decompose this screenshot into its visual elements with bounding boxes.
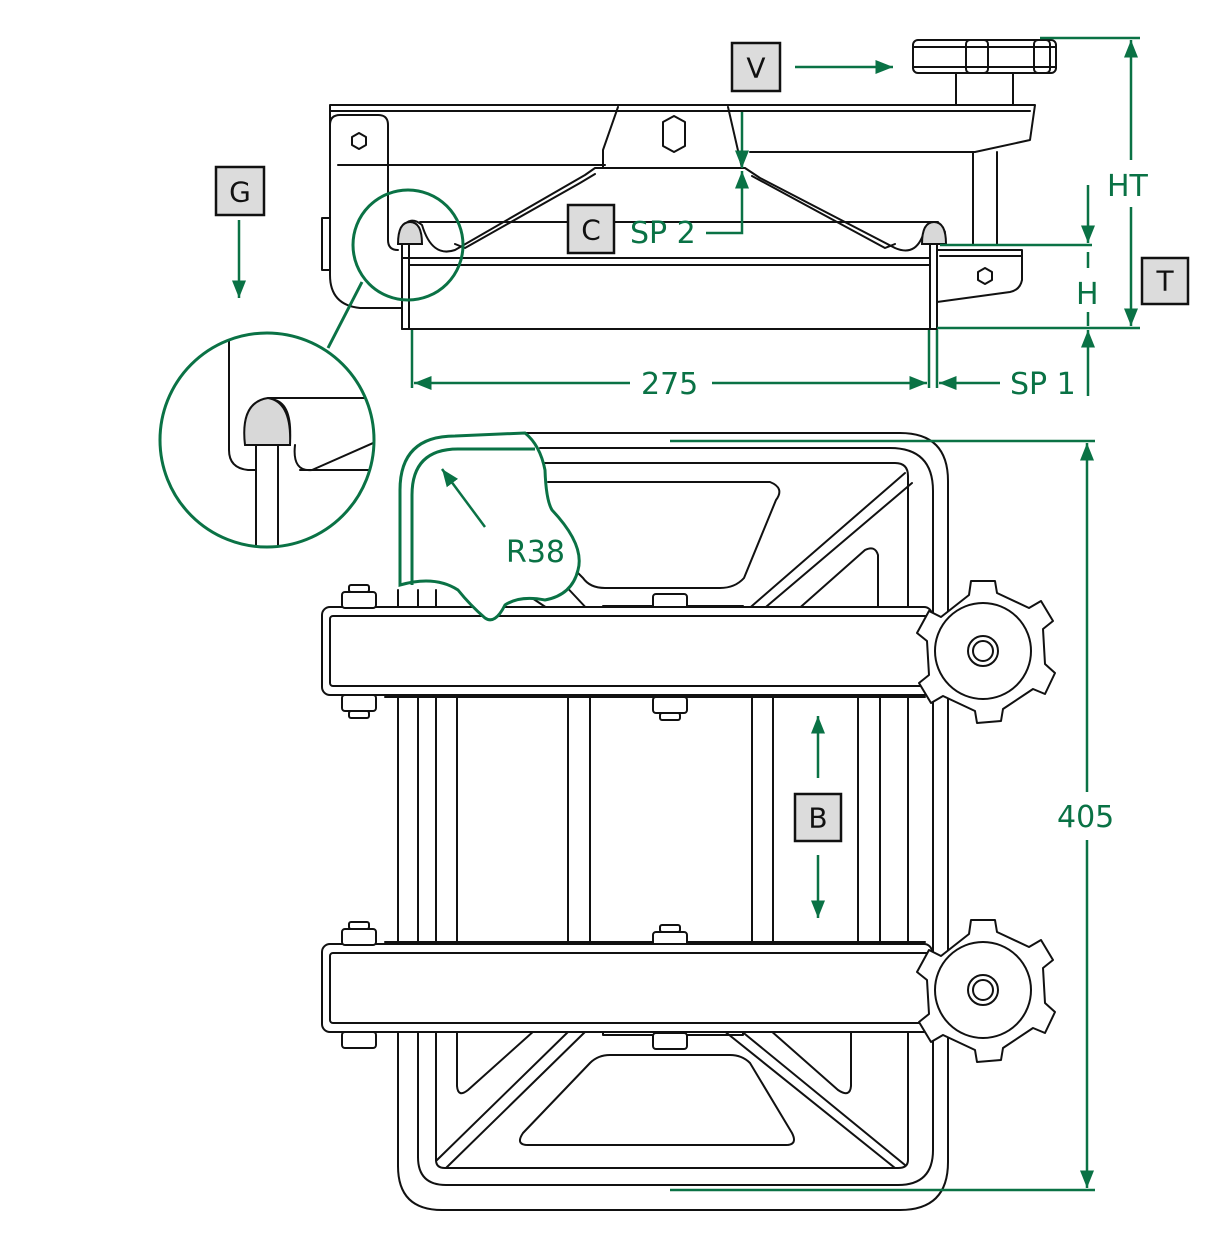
hex-nut-icon: [652, 696, 688, 714]
hexagonal-knob-icon: [916, 919, 1056, 1063]
radius-arc: [410, 447, 535, 585]
detail-view: [158, 331, 376, 549]
dim-275: 275: [641, 367, 698, 402]
sp2-arrow-up: [706, 171, 749, 235]
clamp-bar-bottom: [321, 921, 933, 1049]
break-out-region: [398, 431, 581, 622]
label-t: T: [1155, 265, 1174, 298]
detail-leader-line: [326, 281, 364, 349]
hinge-tab: [329, 114, 399, 251]
handwheel-stem: [955, 72, 1014, 106]
dim-405: 405: [1057, 800, 1114, 835]
dim-sp2: SP 2: [630, 216, 696, 251]
label-c-box: [566, 203, 616, 255]
hex-nut-icon: [977, 267, 993, 285]
dim-sp1: SP 1: [1010, 367, 1076, 402]
top-view: R38: [321, 431, 1056, 1211]
label-c: C: [581, 214, 601, 247]
right-bracket: [936, 249, 1023, 303]
side-view-dimensions: V G C SP 2 HT T H 275: [214, 36, 1190, 402]
frame-outer: [397, 432, 949, 1211]
side-view: [321, 39, 1057, 349]
gasket-seal-right: [920, 220, 948, 245]
label-b-box: [793, 792, 843, 843]
panel-top: [547, 481, 781, 589]
hex-nut-icon: [341, 694, 377, 712]
hex-nut-icon: [351, 132, 367, 150]
gasket-seal-left: [396, 220, 424, 245]
hinge-plate: [321, 217, 331, 271]
magnifier-circle-icon: [158, 331, 376, 549]
hex-nut-icon: [341, 928, 377, 946]
hexagonal-knob-icon: [916, 580, 1056, 724]
radius-arrow: [440, 468, 487, 528]
hex-nut-icon: [662, 115, 686, 153]
clamp-bar-top: [321, 584, 933, 719]
hex-nut-icon: [341, 591, 377, 609]
hex-nut-icon: [341, 1031, 377, 1049]
label-v-box: [730, 41, 782, 93]
dim-r38: R38: [506, 535, 565, 570]
label-b: B: [808, 802, 827, 835]
top-view-dimensions: B 405: [670, 439, 1114, 1192]
dim-ht: HT: [1107, 169, 1149, 204]
clamp-arm: [329, 104, 1036, 309]
label-t-box: [1140, 256, 1190, 306]
label-g-box: [214, 165, 266, 217]
panel-bottom: [518, 1054, 795, 1146]
detail-marker-circle: [351, 188, 465, 302]
label-v: V: [746, 52, 765, 85]
dim-h: H: [1076, 277, 1099, 312]
label-g: G: [229, 176, 251, 209]
hex-nut-icon: [652, 1032, 688, 1050]
